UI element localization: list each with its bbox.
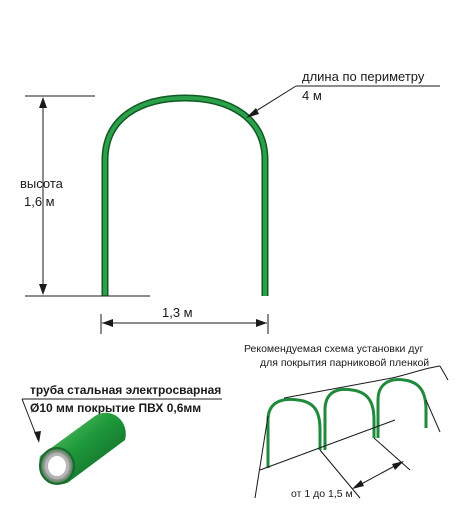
scheme-arch-2: [323, 387, 376, 450]
perimeter-arrow: [246, 108, 259, 118]
height-label: высота: [20, 176, 64, 191]
installation-scheme: Рекомендуемая схема установки дуг для по…: [244, 343, 449, 500]
scheme-wire-left: [254, 415, 269, 499]
perimeter-label: длина по периметру: [302, 69, 425, 84]
spacing-label: от 1 до 1,5 м: [291, 488, 353, 500]
pipe-section: труба стальная электросварная Ø10 мм пок…: [21, 383, 222, 485]
height-arrow-top: [39, 97, 47, 108]
height-arrow-bottom: [39, 284, 47, 295]
pipe-line2: Ø10 мм покрытие ПВХ 0,6мм: [30, 401, 201, 415]
pipe-leader-arrow: [34, 431, 41, 443]
spacing-tick-2: [373, 437, 411, 471]
width-dimension: 1,3 м: [100, 305, 269, 334]
arch-highlight: [103, 95, 267, 296]
pipe-tube-bore: [46, 454, 68, 478]
main-arch: [101, 94, 269, 296]
scheme-wire-base: [259, 419, 396, 471]
scheme-wire-far: [439, 365, 449, 381]
scheme-arch-1: [266, 397, 322, 468]
width-arrow-right: [256, 319, 267, 327]
perimeter-callout: длина по периметру 4 м: [246, 69, 440, 118]
pipe-line1: труба стальная электросварная: [30, 383, 221, 397]
perimeter-value: 4 м: [302, 88, 322, 103]
scheme-wire-right: [425, 399, 441, 433]
scheme-arch-3: [376, 378, 428, 438]
spacing-arrow-a: [352, 480, 364, 489]
width-value: 1,3 м: [162, 305, 193, 320]
arch-shape: [101, 94, 269, 296]
scheme-title-line1: Рекомендуемая схема установки дуг: [244, 343, 424, 355]
height-dimension: высота 1,6 м: [20, 95, 95, 295]
scheme-ridge-wire: [283, 365, 441, 399]
height-value: 1,6 м: [24, 194, 55, 209]
spacing-tick-1: [319, 449, 361, 499]
scheme-title-line2: для покрытия парниковой пленкой: [260, 357, 429, 369]
spacing-arrow-b: [392, 461, 404, 470]
width-arrow-left: [102, 319, 113, 327]
